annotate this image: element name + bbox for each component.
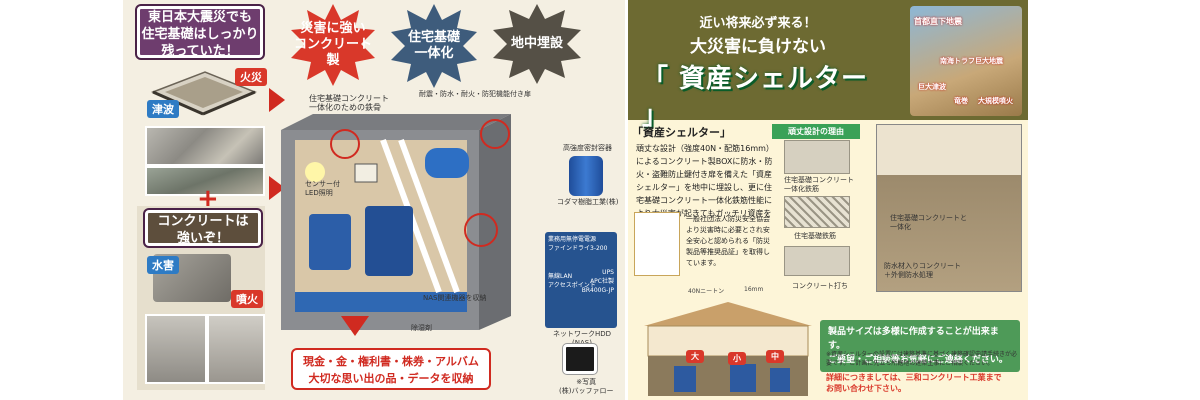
burst-foundation-label: 住宅基礎 一体化 [407,30,460,61]
underground-photo [876,124,1022,292]
photo-label-0: 住宅基礎コンクリートと一体化 [890,214,967,231]
arrow-right-top [269,88,285,112]
design-step-label-0: 住宅基礎コンクリート一体化鉄筋 [784,176,854,193]
burst-underground: 地中埋設 [491,4,583,84]
house-illustration [634,296,822,396]
design-step-0 [784,140,850,174]
house-tag-0: 大 [686,350,704,363]
tag-tsunami: 津波 [147,100,179,118]
sensor-light-label: センサー付 LED照明 [305,180,340,197]
foundation-illustration [143,62,261,122]
ups-right: UPS APC社製 BR400G-JP [581,269,614,294]
concrete-photo-1 [145,314,207,384]
cert-spec-1: 16mm [744,286,764,293]
contact: 詳細につきましては、三和コンクリート工業まで お問い合わせ下さい。 [826,373,1002,393]
burst-concrete-label: 災害に強い コンクリート製 [293,21,372,68]
container-image [569,156,603,196]
section-title: 「資産シェルター」 [632,126,731,139]
container-maker: コダマ樹脂工業(株) [557,198,619,206]
tag-flood: 水害 [147,256,179,274]
headline-box: 東日本大震災でも 住宅基礎はしっかり 残っていた！ [137,6,263,59]
maker-label: ※写真 (株)バッファロー [559,378,614,395]
rebar-label: 住宅基礎コンクリート 一体化のための鉄骨 [309,94,389,112]
footnote: ※資産シェルターの設置には建築基準に基づく建築確認申請手続きが必要です。ご計画に… [826,351,1018,367]
cert-spec-0: 40Nニートン [688,288,725,295]
disaster-photo-1 [145,126,265,166]
design-step-1 [784,196,850,228]
certificate-text: 一般社団法人防災安全協会より災害時に必要とされ安全安心と認められる「防災製品等推… [686,215,770,267]
burst-underground-label: 地中埋設 [510,36,563,51]
header-line1: 近い将来必ず来る！ [699,16,817,31]
bottom-banner: 現金・金・権利書・株券・アルバム 大切な思い出の品・データを収納 [291,348,491,390]
header-title: 「 資産シェルター 」 [642,64,869,131]
header-line2: 大災害に負けない [690,37,826,57]
right-panel: 近い将来必ず来る！ 大災害に負けない 「 資産シェルター 」 首都直下地震 南海… [628,0,1028,400]
design-step-2 [784,246,850,276]
certificate-image [634,212,680,276]
disaster-tag-4: 大規模噴火 [978,97,1013,105]
burst-foundation: 住宅基礎 一体化 [389,4,479,88]
nas-image [563,344,597,374]
ups-unit: 業務用無停電電源 ファインドライ3-200 無線LAN アクセスポイント UPS… [545,232,617,328]
house-tag-1: 小 [728,352,746,365]
tag-eruption: 噴火 [231,290,263,308]
design-step-label-2: コンクリート打ち [792,282,848,290]
disaster-tag-0: 首都直下地震 [914,17,962,26]
concrete-photo-2 [207,314,265,384]
design-step-label-1: 住宅基礎鉄筋 [794,232,836,240]
nas-label: ネットワークHDD (NAS) [553,330,612,347]
tag-fire: 火災 [235,68,267,86]
shelter-box [273,110,511,340]
ups-left: 無線LAN アクセスポイント [548,273,596,289]
disaster-tag-1: 南海トラフ巨大地震 [940,57,1003,65]
ups-title: 業務用無停電電源 ファインドライ3-200 [548,236,608,252]
notice-box: 製品サイズは多様に作成することが出来ます。 ご要望・ご相談等お気軽にご連絡くださ… [820,320,1020,372]
disaster-tag-3: 竜巻 [954,97,968,105]
drain-label: 除湿剤 [411,324,432,332]
left-panel: 東日本大震災でも 住宅基礎はしっかり 残っていた！ 火災 津波 + コンクリート… [123,0,625,400]
arrow-down [341,316,369,336]
design-title: 頑丈設計の理由 [772,124,860,139]
burst-concrete: 災害に強い コンクリート製 [289,4,377,86]
top-note: 耐震・防水・耐火・防犯機能付き扉 [419,90,531,98]
disaster-tag-2: 巨大津波 [918,83,946,91]
disaster-map [910,6,1022,116]
right-header: 近い将来必ず来る！ 大災害に負けない 「 資産シェルター 」 首都直下地震 南海… [628,0,1028,131]
concrete-headline: コンクリートは 強いぞ！ [145,210,261,246]
house-tag-2: 中 [766,350,784,363]
nas-storage-label: NAS関連機器を収納 [423,294,487,302]
disaster-photo-2 [145,166,265,196]
container-label: 高強度密封容器 [563,144,612,152]
photo-label-1: 防水材入りコンクリート ＋外側防水処理 [884,262,961,279]
